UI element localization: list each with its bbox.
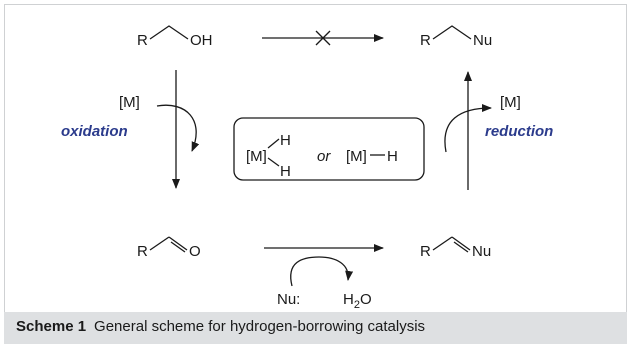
metal-hydride-frame	[233, 117, 425, 181]
aldehyde-o-label: O	[189, 243, 201, 260]
aldehyde-single-bond	[149, 236, 170, 251]
condensation-step: Nu: H2O	[264, 244, 384, 311]
cross-mark-b	[315, 30, 331, 46]
reduction-label: reduction	[485, 123, 553, 140]
substituted-product-structure: R Nu	[420, 25, 492, 49]
scheme-frame	[4, 4, 627, 344]
aldehyde-double-bond-a	[168, 236, 188, 251]
aldehyde-double-bond-b	[170, 241, 186, 253]
product-r-label: R	[420, 32, 431, 49]
scheme-caption: Scheme 1 General scheme for hydrogen-borr…	[4, 312, 627, 344]
imine-double-bond-b	[453, 241, 469, 253]
direct-substitution-arrow	[262, 30, 384, 46]
imine-structure: R Nu	[420, 236, 491, 260]
product-nu-label: Nu	[473, 32, 492, 49]
alcohol-structure: R OH	[137, 25, 213, 49]
reduction-curved-arrow	[444, 104, 492, 153]
product-bonds	[432, 25, 472, 40]
dihydride-h-bottom: H	[280, 163, 291, 180]
monohydride-h-label: H	[387, 148, 398, 165]
imine-double-bond-a	[451, 236, 471, 251]
dihydride-bond-top	[267, 138, 280, 149]
or-label: or	[317, 148, 331, 165]
condensation-curved-arrow	[290, 256, 354, 287]
reaction-scheme: R OH R Nu [M] oxidation [M] H H or [M] H	[61, 25, 553, 311]
metal-hydride-box: [M] H H or [M] H	[233, 117, 425, 181]
dihydride-h-top: H	[280, 132, 291, 149]
water-label: H2O	[343, 291, 372, 311]
alcohol-r-label: R	[137, 32, 148, 49]
caption-label: Scheme 1	[16, 318, 87, 335]
imine-r-label: R	[420, 243, 431, 260]
monohydride-metal-label: [M]	[346, 148, 367, 165]
alcohol-oh-label: OH	[190, 32, 213, 49]
imine-single-bond	[432, 236, 453, 251]
alcohol-bonds	[149, 25, 189, 40]
oxidation-label: oxidation	[61, 123, 128, 140]
oxidation-step: [M] oxidation	[61, 70, 200, 189]
reduction-reagent: [M]	[500, 94, 521, 111]
caption-text: General scheme for hydrogen-borrowing ca…	[94, 318, 426, 335]
imine-nu-label: Nu	[472, 243, 491, 260]
oxidation-curved-arrow	[156, 104, 200, 152]
dihydride-bond-bottom	[267, 157, 280, 167]
dihydride-metal-label: [M]	[246, 148, 267, 165]
nucleophile-label: Nu:	[277, 291, 300, 308]
aldehyde-r-label: R	[137, 243, 148, 260]
reduction-step: [M] reduction	[444, 71, 553, 190]
oxidation-reagent: [M]	[119, 94, 140, 111]
aldehyde-structure: R O	[137, 236, 201, 260]
